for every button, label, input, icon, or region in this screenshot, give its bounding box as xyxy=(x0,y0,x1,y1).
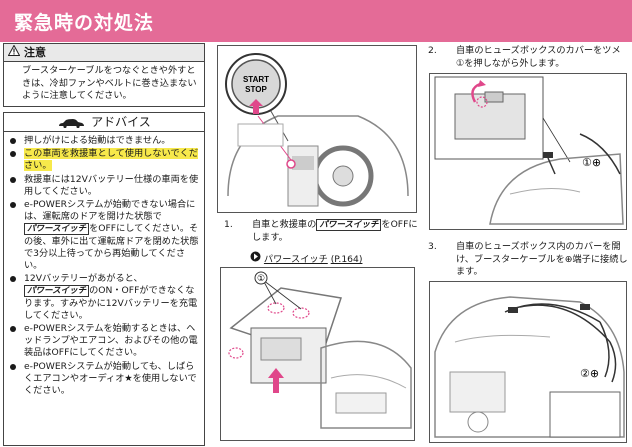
car-icon xyxy=(59,118,85,128)
dashboard-illustration: START STOP xyxy=(225,53,409,207)
caution-box: 注意 ブースターケーブルをつなぐときや外すときは、冷却ファンやベルトに巻き込まな… xyxy=(3,43,205,107)
step-number: 2. xyxy=(428,45,437,56)
step-text: 自車と救援車のパワースイッチをOFFにします。 xyxy=(252,219,420,244)
step-3: 3. 自車のヒューズボックス内のカバーを開け、ブースターケーブルを⊕端子に接続し… xyxy=(428,241,628,281)
start-label: START xyxy=(243,75,269,84)
advice-heading: アドバイス xyxy=(4,113,204,132)
advice-item: 救援車には12Vバッテリー仕様の車両を使用してください。 xyxy=(10,173,199,197)
stop-label: STOP xyxy=(245,85,267,94)
link-page: (P.164) xyxy=(330,254,363,265)
power-switch-link[interactable]: パワースイッチ (P.164) xyxy=(250,251,362,265)
advice-text: をOFFにしてください。その後、車外に出て運転席ドアを閉めた状態で3分以上待って… xyxy=(24,223,199,272)
advice-item: 12Vバッテリーがあがると、パワースイッチのON・OFFができなくなります。すみ… xyxy=(10,273,200,322)
advice-heading-label: アドバイス xyxy=(91,115,151,129)
advice-text: のON・OFFができなくなります。すみやかに12Vバッテリーを充電してください。 xyxy=(24,285,198,321)
page-header: 緊急時の対処法 xyxy=(0,0,632,42)
jump-cable-illustration: ②⊕ xyxy=(434,296,625,438)
step-number: 3. xyxy=(428,241,437,252)
advice-item: e-POWERシステムを始動するときは、ヘッドランプやエアコン、およびその他の電… xyxy=(10,323,200,360)
warning-icon xyxy=(7,44,21,61)
step-number: 1. xyxy=(224,219,233,230)
caution-heading-label: 注意 xyxy=(24,46,46,59)
step-text-post: をOFFにします。 xyxy=(252,219,418,243)
caution-text: ブースターケーブルをつなぐときや外すときは、冷却ファンやベルトに巻き込まないよう… xyxy=(22,65,197,101)
cable-connect-figure: ②⊕ xyxy=(429,281,627,443)
highlighted-text: この車両を救援車として使用しないでください。 xyxy=(24,148,199,172)
start-stop-figure: START STOP xyxy=(217,45,417,213)
arrow-right-icon xyxy=(250,251,261,265)
callout-1: ① xyxy=(257,274,265,284)
engine-bay-illustration: ① xyxy=(228,271,412,429)
step-text: 自車のヒューズボックスのカバーをツメ①を押しながら外します。 xyxy=(456,45,621,69)
advice-item: e-POWERシステムが始動しても、しばらくエアコンやオーディオ★を使用しないで… xyxy=(10,361,200,398)
step-2: 2. 自車のヒューズボックスのカバーをツメ①を押しながら外します。 xyxy=(428,45,628,73)
advice-list: 押しがけによる始動はできません。 この車両を救援車として使用しないでください。 … xyxy=(4,132,204,397)
step-text-pre: 自車と救援車の xyxy=(252,219,317,230)
advice-item: 押しがけによる始動はできません。 xyxy=(10,135,200,147)
advice-text: e-POWERシステムが始動できない場合には、運転席のドアを開けた状態で xyxy=(24,199,196,223)
step-1: 1. 自車と救援車のパワースイッチをOFFにします。 xyxy=(224,219,420,247)
page-title: 緊急時の対処法 xyxy=(14,12,155,34)
advice-item: この車両を救援車として使用しないでください。 xyxy=(10,148,200,172)
power-switch-key: パワースイッチ xyxy=(24,285,90,298)
power-switch-key: パワースイッチ xyxy=(24,223,90,236)
fuse-box-figure: ①⊕ xyxy=(429,73,627,230)
link-text: パワースイッチ xyxy=(263,254,328,265)
advice-text: 12Vバッテリーがあがると、 xyxy=(24,273,143,285)
step-text: 自車のヒューズボックス内のカバーを開け、ブースターケーブルを⊕端子に接続します。 xyxy=(456,241,628,277)
fuse-box-illustration: ①⊕ xyxy=(434,76,624,225)
advice-item: e-POWERシステムが始動できない場合には、運転席のドアを開けた状態でパワース… xyxy=(10,199,200,272)
callout-1-plus: ①⊕ xyxy=(582,156,601,169)
hood-open-figure: ① xyxy=(220,267,415,441)
caution-heading: 注意 xyxy=(4,44,204,62)
advice-box: アドバイス 押しがけによる始動はできません。 この車両を救援車として使用しないで… xyxy=(3,112,205,446)
power-switch-key: パワースイッチ xyxy=(316,219,382,231)
callout-2-plus: ②⊕ xyxy=(580,367,599,380)
